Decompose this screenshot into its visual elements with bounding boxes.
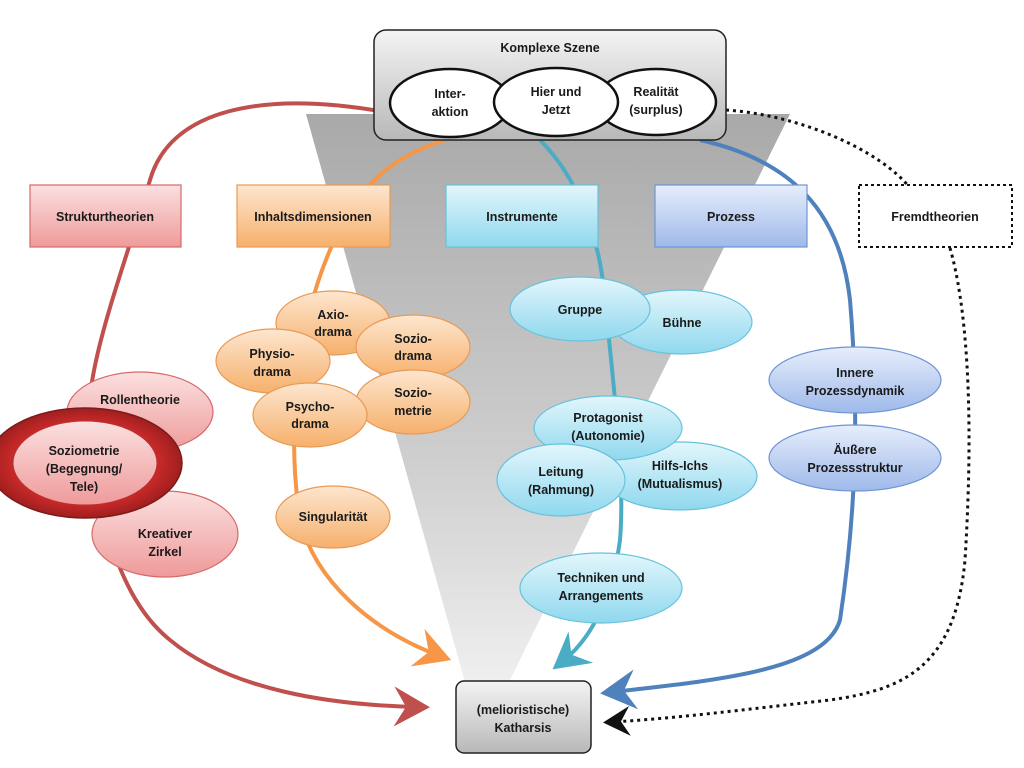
komplexe-szene-box: Komplexe Szene Inter- aktion Hier und Je… <box>373 29 727 141</box>
innere-line2: Prozessdynamik <box>806 384 905 398</box>
instrumente-label: Instrumente <box>486 210 558 224</box>
soziodrama-line2: drama <box>394 349 433 363</box>
funnel-shape <box>306 114 790 700</box>
protagonist-line2: (Autonomie) <box>571 429 645 443</box>
psychodrama-line1: Psycho- <box>286 400 335 414</box>
aeussere-line1: Äußere <box>833 442 876 457</box>
realitaet-line2: (surplus) <box>629 103 682 117</box>
katharsis-line1: (melioristische) <box>477 703 569 717</box>
strukturtheorien-box: Strukturtheorien <box>29 184 182 248</box>
strukturtheorien-label: Strukturtheorien <box>56 210 154 224</box>
axiodrama-line2: drama <box>314 325 353 339</box>
protagonist-line1: Protagonist <box>573 411 643 425</box>
singularitaet-ellipse: Singularität <box>275 485 391 549</box>
komplexe-szene-title: Komplexe Szene <box>500 41 599 55</box>
singularitaet-label: Singularität <box>299 510 369 524</box>
innere-line1: Innere <box>836 366 874 380</box>
soziometrie-begegnung-line2: (Begegnung/ <box>46 462 123 476</box>
soziometrie-line2: metrie <box>394 404 432 418</box>
soziometrie-begegnung-line1: Soziometrie <box>49 444 120 458</box>
psychodrama-ellipse: Psycho- drama <box>252 382 368 448</box>
soziometrie-ellipse: Sozio- metrie <box>355 369 471 435</box>
innere-prozessdynamik-ellipse: Innere Prozessdynamik <box>768 346 942 414</box>
physiodrama-ellipse: Physio- drama <box>215 328 331 394</box>
hilfs-ichs-ellipse: Hilfs-Ichs (Mutualismus) <box>602 441 758 511</box>
soziodrama-line1: Sozio- <box>394 332 432 346</box>
soziometrie-line1: Sozio- <box>394 386 432 400</box>
instrumente-box: Instrumente <box>445 184 599 248</box>
leitung-line1: Leitung <box>538 465 583 479</box>
techniken-line1: Techniken und <box>557 571 644 585</box>
psychodrama-line2: drama <box>291 417 330 431</box>
realitaet-line1: Realität <box>633 85 679 99</box>
leitung-line2: (Rahmung) <box>528 483 594 497</box>
kreativer-zirkel-line2: Zirkel <box>148 545 181 559</box>
rollentheorie-label: Rollentheorie <box>100 393 180 407</box>
physiodrama-line2: drama <box>253 365 292 379</box>
aeussere-prozessstruktur-ellipse: Äußere Prozessstruktur <box>768 424 942 492</box>
inhaltsdimensionen-box: Inhaltsdimensionen <box>236 184 391 248</box>
hilfs-ichs-line1: Hilfs-Ichs <box>652 459 708 473</box>
techniken-line2: Arrangements <box>559 589 644 603</box>
gruppe-ellipse: Gruppe <box>509 276 651 342</box>
hier-und-jetzt-line1: Hier und <box>531 85 582 99</box>
interaktion-ellipse <box>388 67 512 139</box>
dotted-top-connector <box>725 108 912 189</box>
buehne-label: Bühne <box>663 316 702 330</box>
prozess-label: Prozess <box>707 210 755 224</box>
kreativer-zirkel-line1: Kreativer <box>138 527 192 541</box>
soziometrie-begegnung-ellipse: Soziometrie (Begegnung/ Tele) <box>0 407 183 519</box>
aeussere-line2: Prozessstruktur <box>807 461 902 475</box>
techniken-ellipse: Techniken und Arrangements <box>519 552 683 624</box>
fremdtheorien-label: Fremdtheorien <box>891 210 979 224</box>
gruppe-label: Gruppe <box>558 303 602 317</box>
leitung-ellipse: Leitung (Rahmung) <box>496 443 626 517</box>
dotted-bottom-arrow <box>603 247 971 736</box>
hier-und-jetzt-line2: Jetzt <box>542 103 571 117</box>
katharsis-box: (melioristische) Katharsis <box>455 680 592 754</box>
fremdtheorien-box: Fremdtheorien <box>858 184 1013 248</box>
interaktion-line2: aktion <box>432 105 469 119</box>
prozess-box: Prozess <box>654 184 808 248</box>
katharsis-line2: Katharsis <box>495 721 552 735</box>
interaktion-line1: Inter- <box>434 87 465 101</box>
hier-und-jetzt-ellipse <box>492 66 620 138</box>
inhaltsdimensionen-label: Inhaltsdimensionen <box>254 210 371 224</box>
axiodrama-line1: Axio- <box>317 308 348 322</box>
soziometrie-begegnung-line3: Tele) <box>70 480 98 494</box>
hilfs-ichs-line2: (Mutualismus) <box>638 477 723 491</box>
physiodrama-line1: Physio- <box>249 347 294 361</box>
